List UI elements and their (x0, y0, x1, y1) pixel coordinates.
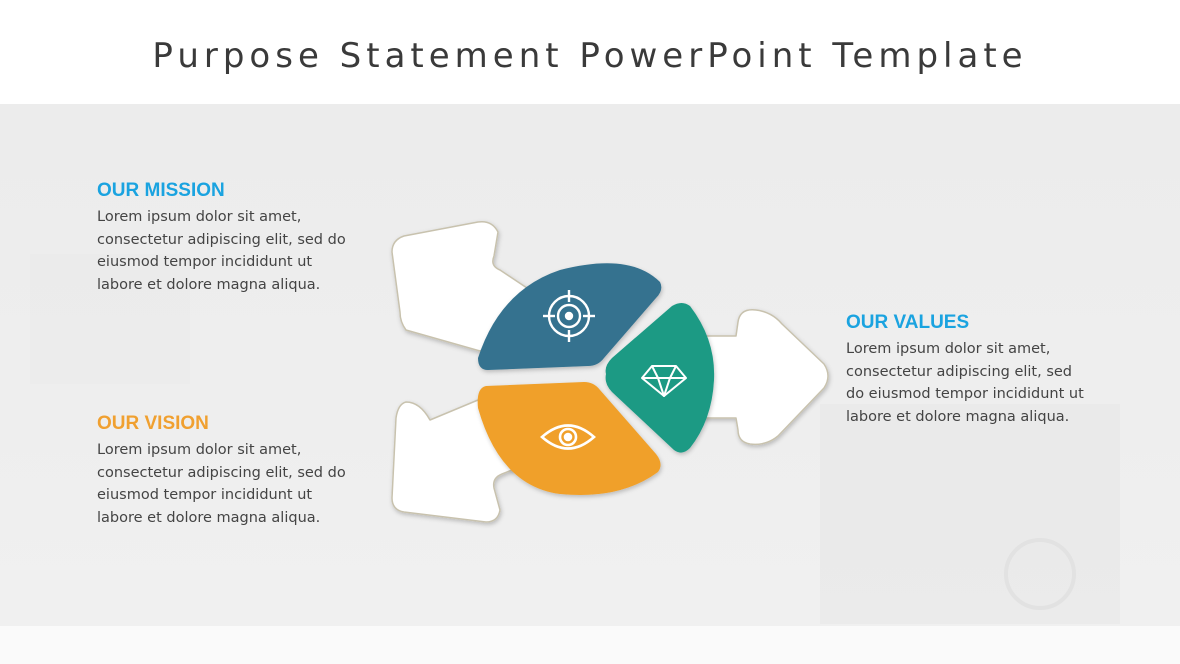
values-heading: OUR VALUES (846, 312, 970, 333)
mission-line-4: labore et dolore magna aliqua. (97, 276, 321, 293)
values-line-1: Lorem ipsum dolor sit amet, (846, 341, 1051, 357)
target-icon (543, 290, 595, 342)
vision-line-1: Lorem ipsum dolor sit amet, (97, 442, 302, 458)
title-band (0, 0, 1180, 104)
eye-icon (540, 424, 596, 450)
diamond-icon (641, 365, 687, 397)
mission-heading: OUR MISSION (97, 180, 225, 201)
vision-line-3: eiusmod tempor incididunt ut (97, 487, 313, 503)
vision-line-4: labore et dolore magna aliqua. (97, 509, 321, 526)
bottom-band (0, 626, 1180, 664)
slide-title: Purpose Statement PowerPoint Template (152, 36, 1028, 76)
values-line-2: consectetur adipiscing elit, sed (846, 363, 1073, 380)
mission-line-2: consectetur adipiscing elit, sed do (97, 231, 346, 248)
mission-line-3: eiusmod tempor incididunt ut (97, 254, 313, 270)
values-line-4: labore et dolore magna aliqua. (846, 408, 1070, 425)
values-text-block: OUR VALUES Lorem ipsum dolor sit amet, c… (846, 312, 1116, 428)
vision-text-block: OUR VISION Lorem ipsum dolor sit amet, c… (97, 413, 367, 529)
mission-line-1: Lorem ipsum dolor sit amet, (97, 209, 302, 225)
values-arrow (699, 309, 829, 446)
mission-text-block: OUR MISSION Lorem ipsum dolor sit amet, … (97, 180, 367, 296)
values-line-3: do eiusmod tempor incididunt ut (846, 386, 1084, 402)
background-decoration (30, 254, 1120, 624)
vision-heading: OUR VISION (97, 413, 209, 434)
vision-line-2: consectetur adipiscing elit, sed do (97, 464, 346, 481)
